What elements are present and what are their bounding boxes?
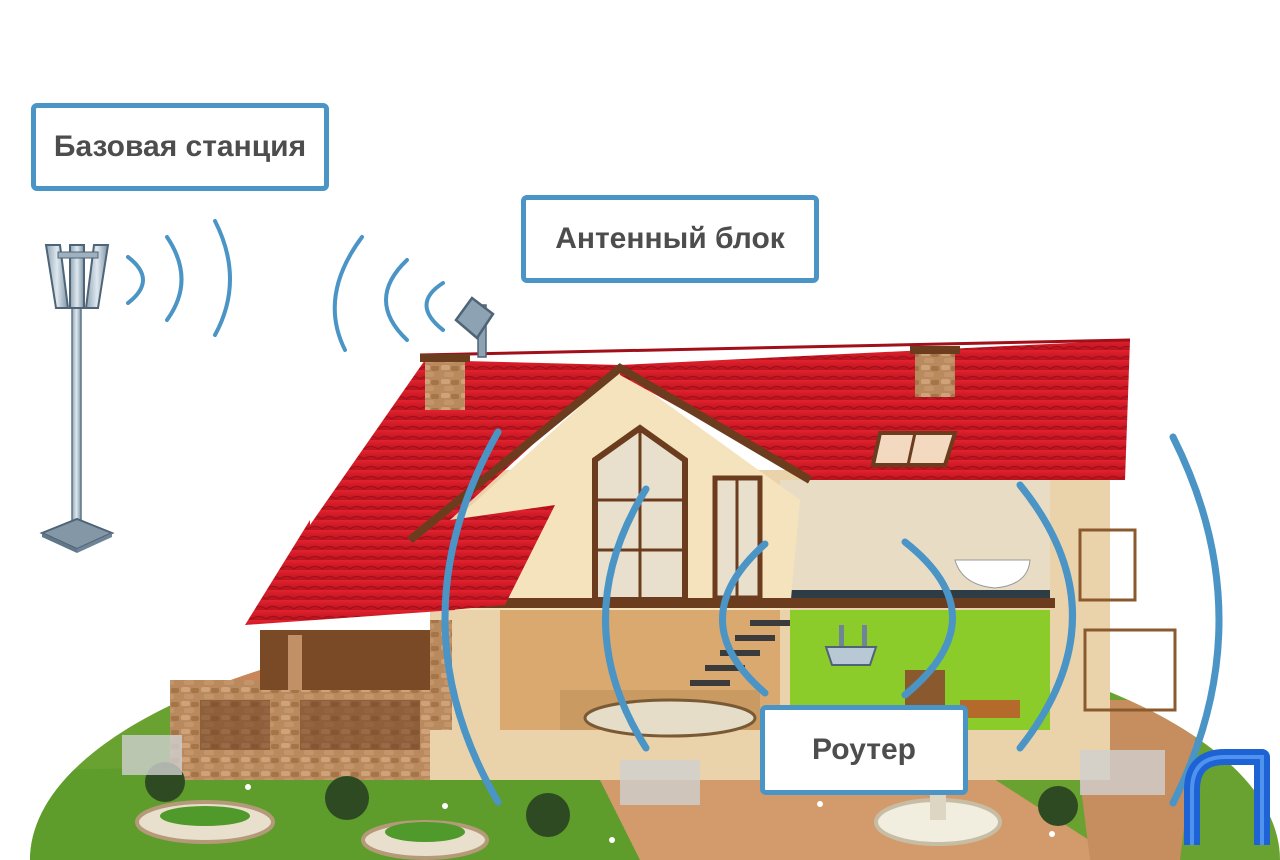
- cell-tower-icon: [39, 244, 115, 553]
- antenna-unit-label: Антенный блок: [521, 195, 819, 283]
- antenna-unit-label-text: Антенный блок: [555, 222, 785, 255]
- base-station-signal-waves: [126, 219, 232, 337]
- wifi-router-icon: [824, 625, 878, 666]
- panel-antenna-icon: [454, 296, 495, 358]
- garden: [122, 735, 1165, 860]
- router-label: Роутер: [760, 705, 968, 795]
- roof: [245, 338, 1131, 625]
- base-station-label: Базовая станция: [31, 103, 329, 191]
- base-station-label-text: Базовая станция: [53, 130, 307, 163]
- brand-logo-icon: [1184, 749, 1270, 845]
- wifi-coverage-waves: [441, 428, 1223, 807]
- antenna-signal-waves: [332, 235, 445, 352]
- router-label-text: Роутер: [812, 733, 916, 766]
